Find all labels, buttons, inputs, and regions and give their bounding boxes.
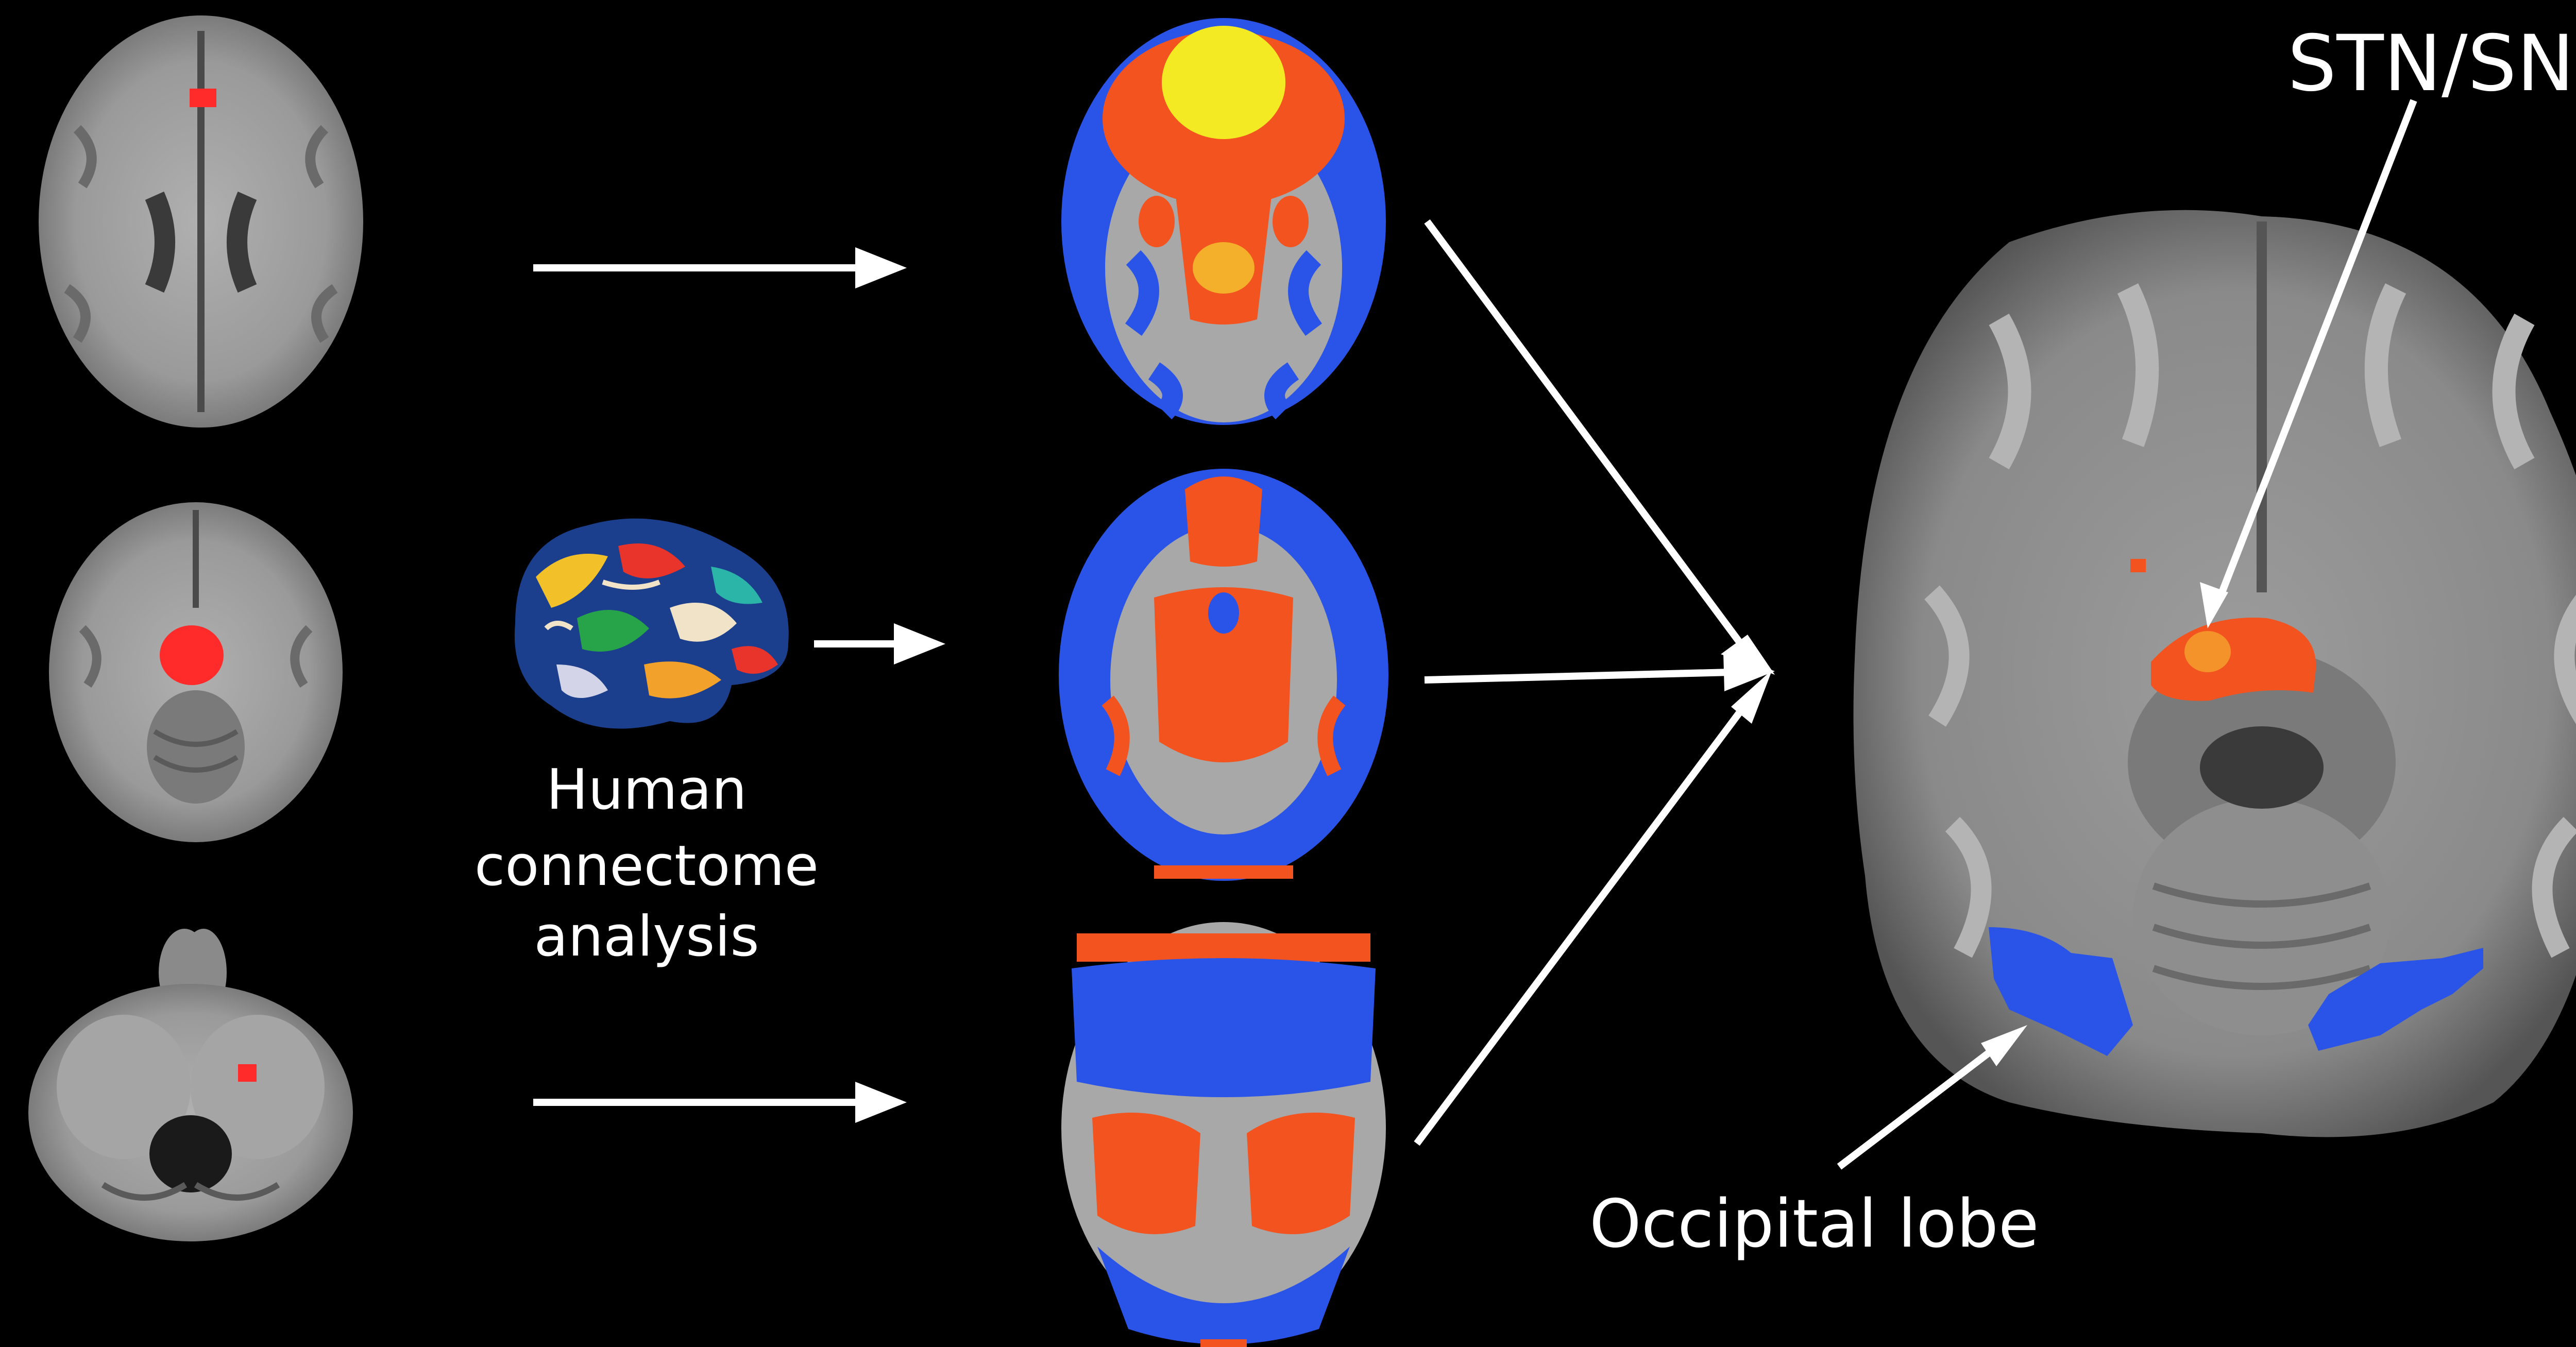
occipital-pointer xyxy=(1839,1043,2002,1167)
arrow-head-1 xyxy=(855,247,907,288)
lesion-marker xyxy=(190,89,216,107)
network-map-2 xyxy=(1059,469,1388,881)
combined-network-map xyxy=(1854,210,2576,1137)
network-map-3 xyxy=(1061,922,1386,1347)
network-map-1 xyxy=(1061,18,1386,425)
occipital-label: Occipital lobe xyxy=(1589,1186,2039,1263)
arrow-head-3 xyxy=(855,1082,907,1123)
converge-arrow-mid xyxy=(1425,672,1731,680)
converge-arrow-top xyxy=(1427,221,1747,652)
connectome-brain-icon xyxy=(515,519,789,729)
lesion-marker xyxy=(238,1064,257,1082)
lesion-slice-1 xyxy=(39,15,363,428)
connectome-label-line1: Human xyxy=(546,758,747,822)
connectome-label-line3: analysis xyxy=(534,905,759,969)
lesion-slice-3 xyxy=(28,929,353,1241)
connectome-label-line2: connectome xyxy=(474,834,819,898)
stn-sn-label: STN/SN xyxy=(2287,19,2574,109)
lesion-marker xyxy=(160,625,224,685)
arrow-head-2 xyxy=(894,623,945,664)
lesion-slice-2 xyxy=(49,502,343,842)
converge-arrow-bottom xyxy=(1417,703,1747,1144)
